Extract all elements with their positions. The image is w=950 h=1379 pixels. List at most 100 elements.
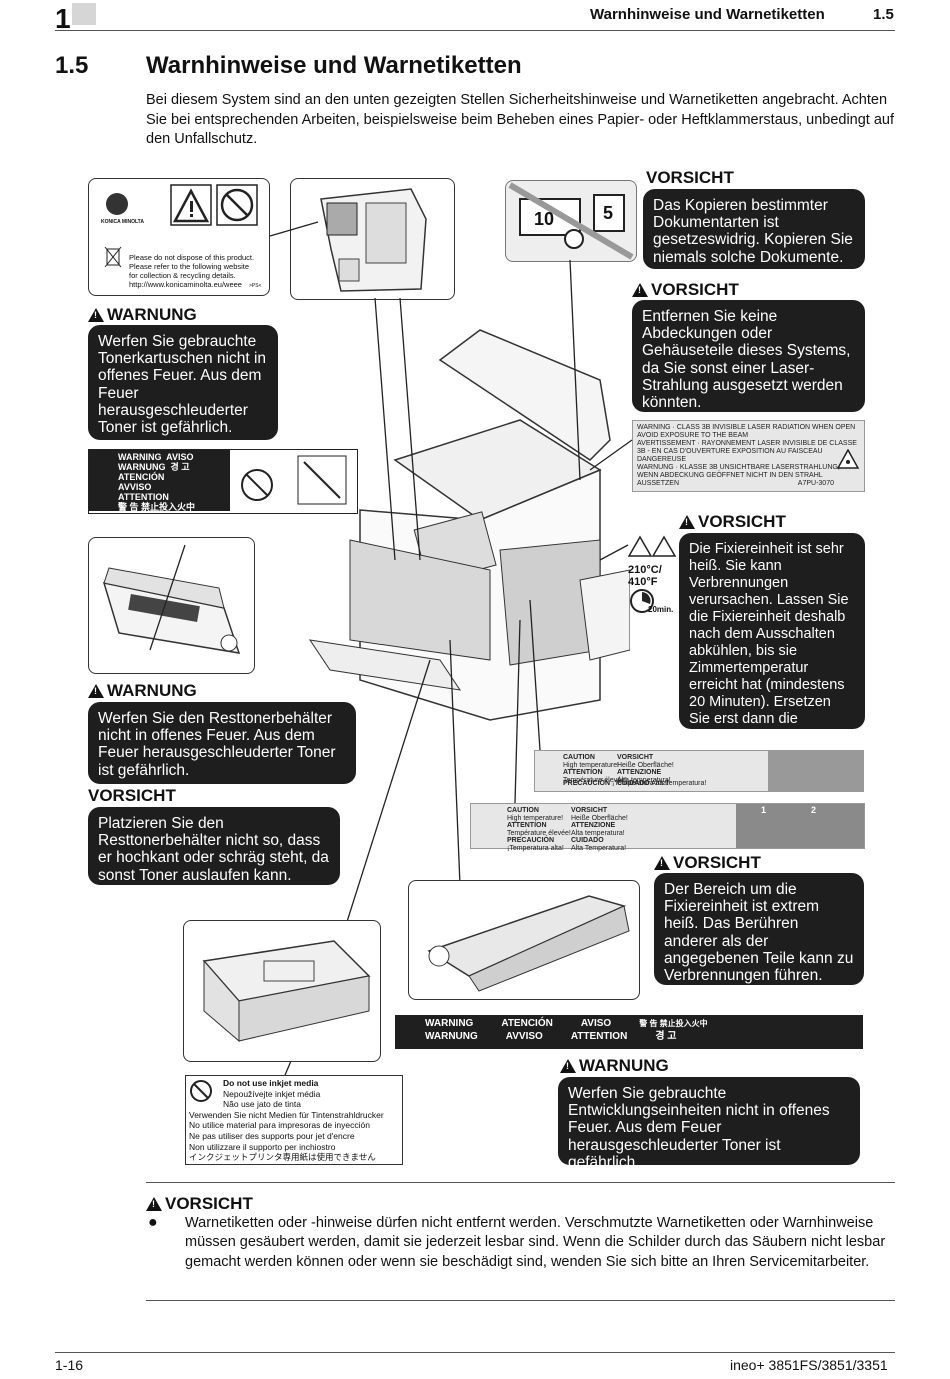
- no-inkjet-icon: [190, 1080, 212, 1102]
- copy-caution-callout: Das Kopieren bestimmter Dokumentarten is…: [643, 189, 865, 269]
- hot-label-item: CAUTION: [563, 754, 595, 761]
- warning-symbols-icon: [104, 184, 258, 268]
- step-number: 1: [761, 805, 767, 815]
- chapter-marker: [72, 3, 96, 25]
- hot-surface-label-1: CAUTION High temperature! ATTENTION Temp…: [534, 750, 864, 792]
- section-divider: [146, 1300, 895, 1301]
- dev-label-item: AVVISO: [505, 1031, 543, 1042]
- warning-heading: WARNUNG: [560, 1056, 669, 1076]
- hot-label-item: CUIDADO: [617, 780, 650, 787]
- section-number: 1.5: [55, 52, 89, 79]
- caution-heading: VORSICHT: [632, 280, 739, 300]
- warning-triangle-icon: [88, 308, 104, 322]
- fuser-temp-celsius: 210°C/: [628, 564, 662, 576]
- hot-label-item: High temperature!: [507, 814, 564, 822]
- caution-heading: VORSICHT: [88, 786, 176, 806]
- laser-label-code: A7PU-3070: [797, 480, 834, 487]
- no-fire-icon: [241, 455, 347, 505]
- hot-label-item: VORSICHT: [571, 807, 608, 814]
- fuser-temp-fahrenheit: 410°F: [628, 576, 658, 588]
- caution-heading-text: VORSICHT: [165, 1194, 253, 1213]
- hot-label-item: CUIDADO: [571, 837, 604, 844]
- caution-heading-text: VORSICHT: [698, 512, 786, 531]
- hot-label-item: ¡Temperatura alta!: [612, 780, 669, 787]
- caution-paragraph: Warnetiketten oder -hinweise dürfen nich…: [185, 1215, 886, 1270]
- hot-surface-icon: [627, 535, 677, 557]
- dev-label-item: WARNING: [425, 1018, 474, 1029]
- caution-heading-text: VORSICHT: [646, 168, 734, 187]
- page-number: 1-16: [55, 1357, 84, 1373]
- toner-cartridge-image: [320, 188, 427, 292]
- hot-label-item: Heiße Oberfläche!: [617, 761, 674, 769]
- warning-heading: WARNUNG: [88, 681, 197, 701]
- toner-label-item: ATTENTION: [118, 492, 169, 502]
- header-section: 1.5: [873, 6, 894, 23]
- bullet-icon: ●: [148, 1214, 158, 1231]
- section-divider: [146, 1182, 895, 1183]
- inkjet-line: Ne pas utiliser des supports pour jet d'…: [189, 1130, 355, 1141]
- warning-triangle-icon: [679, 515, 695, 529]
- stamp-value: 5: [603, 203, 614, 223]
- hot-label-item: Température élevée!: [507, 829, 571, 837]
- caution-heading-text: VORSICHT: [673, 853, 761, 872]
- toner-warning-callout: Werfen Sie gebrauchte Tonerkartuschen ni…: [88, 325, 278, 440]
- header-title: Warnhinweise und Warnetiketten: [590, 6, 825, 23]
- fuser-caution-callout: Die Fixiereinheit ist sehr heiß. Sie kan…: [679, 533, 865, 744]
- chapter-number: 1: [55, 3, 71, 34]
- caution-heading: VORSICHT: [679, 512, 786, 532]
- weee-text-line: Please refer to the following website: [129, 262, 250, 271]
- dev-label-item: AVISO: [580, 1018, 612, 1029]
- banknote-value: 10: [534, 209, 555, 229]
- footer-rule: [55, 1352, 895, 1353]
- toner-label-item: ATENCIÓN: [118, 472, 165, 482]
- waste-toner-panel: [88, 537, 255, 674]
- dev-label-item: 警 告 禁止投入火中: [639, 1019, 708, 1028]
- inkjet-media-label: Do not use inkjet media Nepoužívejte ink…: [185, 1075, 403, 1165]
- printer-illustration: [308, 329, 630, 721]
- toner-label-item: WARNING: [118, 452, 162, 462]
- caution-heading: VORSICHT: [146, 1194, 253, 1214]
- warning-triangle-icon: [632, 283, 648, 297]
- caution-heading: VORSICHT: [646, 168, 734, 188]
- toner-cartridge-panel: [290, 178, 455, 300]
- warning-heading-text: WARNUNG: [107, 681, 197, 700]
- hot-label-item: CAUTION: [507, 807, 539, 814]
- hot-label-item: Alta temperatura!: [617, 776, 671, 784]
- brand-name: KONICA MINOLTA: [101, 219, 144, 225]
- hot-label-item: PRECAUCIÓN: [507, 837, 555, 844]
- toner-label-item: WARNUNG: [118, 462, 166, 472]
- inkjet-line: インクジェットプリンタ専用紙は使用できません: [189, 1152, 376, 1163]
- developing-unit-panel: [408, 880, 640, 1000]
- developing-unit-label: WARNING ATENCIÓN AVISO 警 告 禁止投入火中 WARNUN…: [395, 1015, 863, 1049]
- inkjet-line: Non utilizzare il supporto per inchiostr…: [189, 1141, 336, 1152]
- hot-surface-label-2: CAUTION High temperature! ATTENTION Temp…: [470, 803, 865, 852]
- dev-label-item: ATENCIÓN: [501, 1018, 553, 1029]
- caution-heading-text: VORSICHT: [651, 280, 739, 299]
- hot-label-item: Température élevée!: [563, 776, 627, 784]
- toner-label-item: 警 告 禁止投入火中: [118, 502, 196, 512]
- hot-label-item: ATTENTION: [563, 769, 603, 776]
- warning-heading: WARNUNG: [88, 305, 197, 325]
- toner-label-item: AVISO: [166, 452, 194, 462]
- weee-text-line: Please do not dispose of this product.: [129, 253, 255, 262]
- hot-label-item: Alta Temperatura!: [651, 780, 707, 787]
- waste-toner-warning-callout: Werfen Sie den Resttonerbehälter nicht i…: [88, 702, 356, 784]
- hot-label-item: High temperature!: [563, 761, 620, 769]
- warning-triangle-icon: [146, 1197, 162, 1211]
- label-code: >PS<: [249, 283, 262, 289]
- laser-warning-label: WARNING · CLASS 3B INVISIBLE LASER RADIA…: [632, 420, 865, 492]
- warning-heading-text: WARNUNG: [579, 1056, 669, 1075]
- intro-paragraph: Bei diesem System sind an den unten geze…: [146, 92, 895, 147]
- step-number: 2: [811, 805, 817, 815]
- hot-label-item: Alta temperatura!: [571, 829, 625, 837]
- developing-unit-image: [427, 895, 630, 992]
- inkjet-line: Verwenden Sie nicht Medien für Tintenstr…: [189, 1109, 384, 1120]
- hot-label-item: Alta Temperatura!: [571, 844, 627, 852]
- toner-label-item: 경 고: [170, 462, 190, 472]
- dev-label-item: WARNUNG: [425, 1031, 478, 1042]
- waste-toner-caution-callout: Platzieren Sie den Resttonerbehälter nic…: [88, 807, 340, 885]
- cooldown-minutes: 20min.: [648, 605, 674, 614]
- dev-label-item: ATTENTION: [570, 1031, 628, 1042]
- hot-label-item: VORSICHT: [617, 754, 654, 761]
- hot-label-item: ¡Temperatura alta!: [507, 844, 564, 852]
